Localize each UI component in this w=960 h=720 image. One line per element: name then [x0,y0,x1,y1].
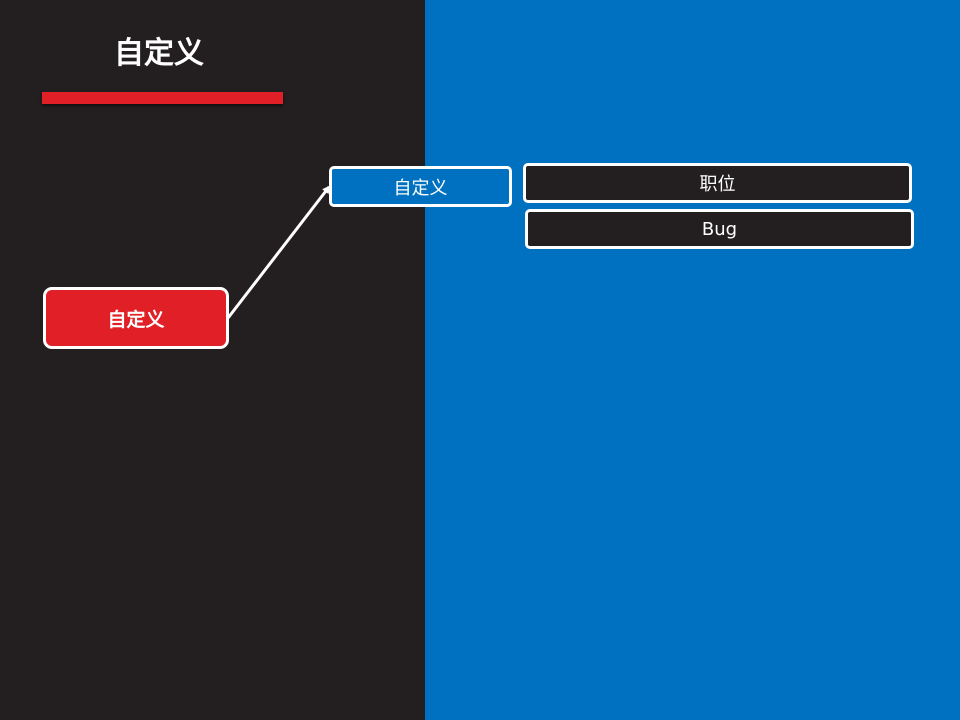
root-node: 自定义 [43,287,229,349]
right-blue-panel [425,0,960,720]
level1-node: 自定义 [329,166,512,207]
left-dark-panel [0,0,425,720]
slide-title: 自定义 [114,36,204,71]
root-node-label: 自定义 [107,308,165,331]
leaf-node-label: 职位 [699,174,736,195]
leaf-node-position: 职位 [523,163,912,203]
leaf-node-label: Bug [701,218,738,240]
leaf-node-bug: Bug [525,209,914,249]
level1-node-label: 自定义 [393,177,448,199]
title-underline-bar [42,92,283,104]
